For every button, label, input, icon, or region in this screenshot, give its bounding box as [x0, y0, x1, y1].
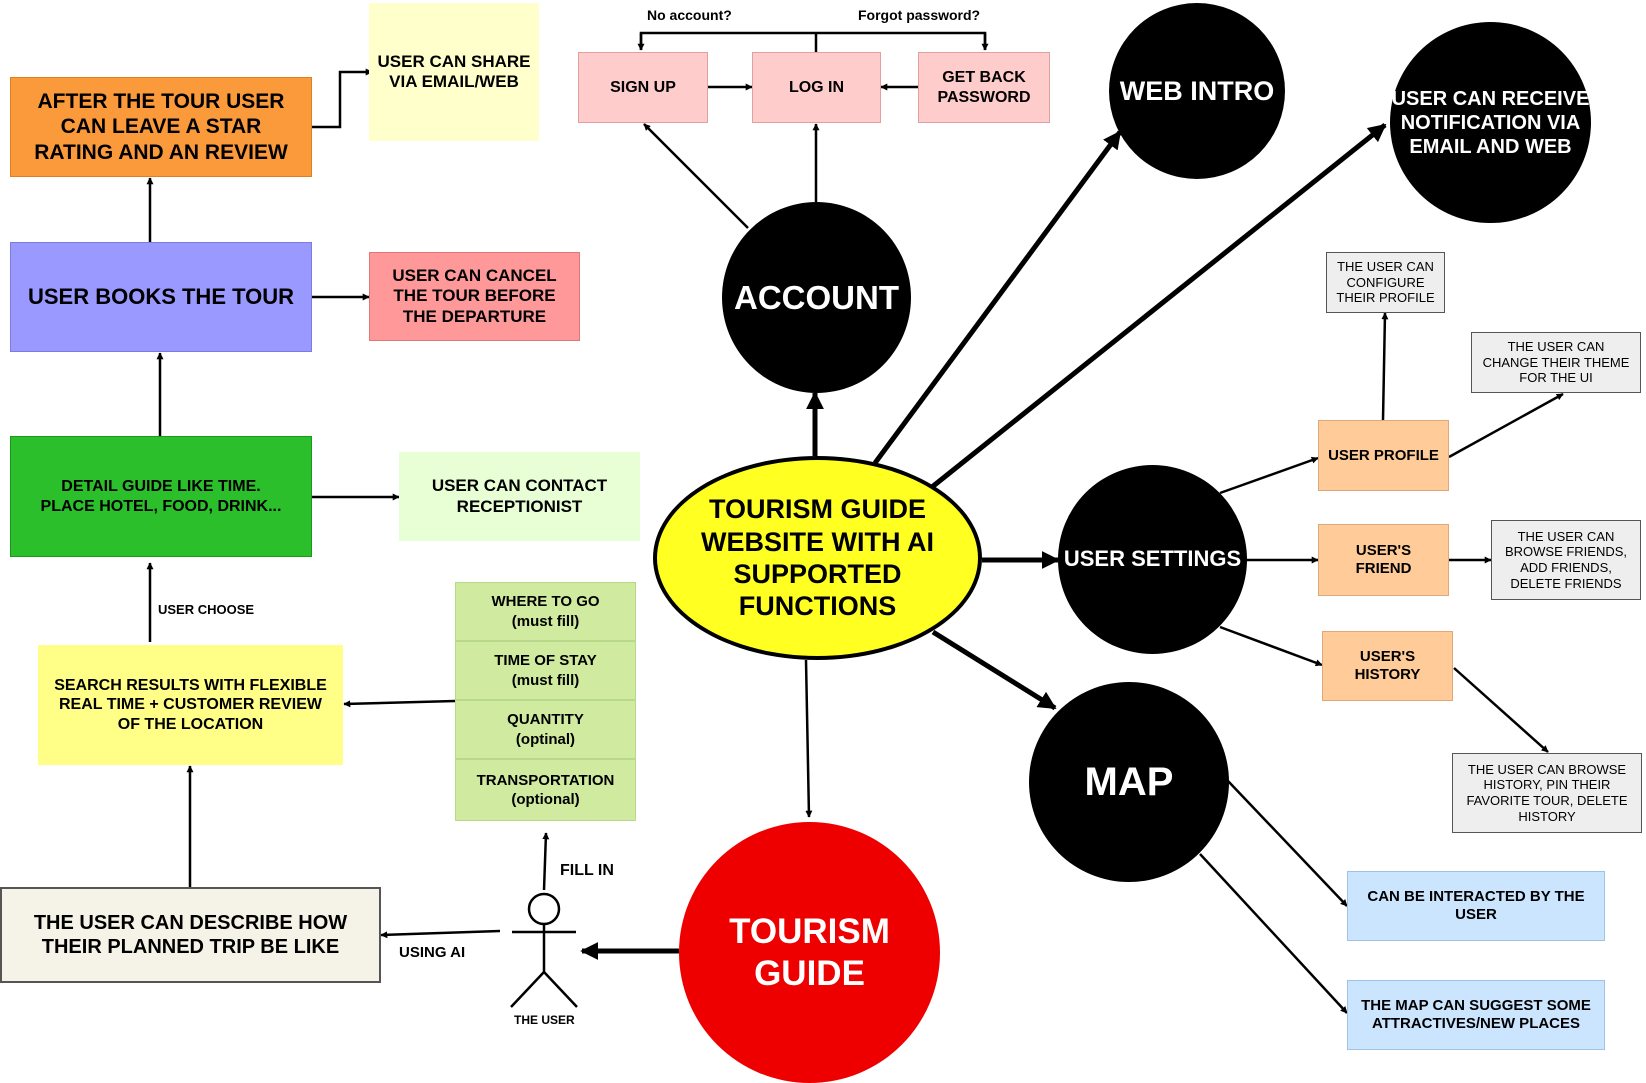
- account-node: ACCOUNT: [722, 202, 911, 393]
- arrow-center-to-guide: [804, 659, 813, 818]
- map-suggest-box: THE MAP CAN SUGGEST SOME ATTRACTIVES/NEW…: [1347, 980, 1605, 1050]
- arrow-map-to-suggest: [1199, 853, 1348, 1014]
- form-field-where-to-go: WHERE TO GO (must fill): [455, 582, 636, 641]
- user-stick-figure: [510, 892, 578, 1008]
- web-intro-node: WEB INTRO: [1109, 3, 1285, 179]
- configure-profile-box: THE USER CAN CONFIGURE THEIR PROFILE: [1326, 252, 1445, 313]
- arrow-center-to-webintro: [872, 130, 1123, 465]
- using-ai-label: USING AI: [399, 944, 466, 961]
- arrow-history-to-browse: [1453, 667, 1549, 753]
- arrow-account-to-signup: [643, 123, 749, 229]
- search-results-box: SEARCH RESULTS WITH FLEXIBLE REAL TIME +…: [38, 645, 343, 765]
- form-field-time-of-stay: TIME OF STAY (must fill): [455, 641, 636, 700]
- sign-up-box: SIGN UP: [578, 52, 708, 123]
- no-account-label: No account?: [647, 7, 732, 23]
- arrow-profile-to-theme: [1448, 392, 1564, 459]
- map-interacted-box: CAN BE INTERACTED BY THE USER: [1347, 871, 1605, 941]
- cancel-tour-box: USER CAN CANCEL THE TOUR BEFORE THE DEPA…: [369, 252, 580, 341]
- bracket-no-account: [639, 31, 987, 50]
- get-back-password-box: GET BACK PASSWORD: [918, 52, 1050, 123]
- arrow-settings-to-history: [1219, 625, 1323, 667]
- the-user-label: THE USER: [514, 1013, 575, 1027]
- arrow-map-to-interacted: [1227, 780, 1348, 907]
- arrow-user-to-form: [542, 832, 550, 891]
- log-in-box: LOG IN: [752, 52, 881, 123]
- tourism-guide-node: TOURISM GUIDE: [679, 822, 940, 1083]
- fill-in-label: FILL IN: [560, 862, 614, 879]
- share-box: USER CAN SHARE VIA EMAIL/WEB: [369, 3, 539, 141]
- arrow-form-to-search: [343, 699, 456, 708]
- arrow-settings-to-profile: [1219, 456, 1319, 495]
- change-theme-box: THE USER CAN CHANGE THEIR THEME FOR THE …: [1471, 332, 1641, 393]
- user-settings-node: USER SETTINGS: [1058, 465, 1247, 654]
- forgot-password-label: Forgot password?: [858, 7, 981, 23]
- map-node: MAP: [1029, 682, 1229, 882]
- browse-friends-box: THE USER CAN BROWSE FRIENDS, ADD FRIENDS…: [1491, 520, 1641, 600]
- arrow-review-to-share: [312, 68, 373, 129]
- user-choose-label: USER CHOOSE: [158, 602, 255, 617]
- contact-receptionist-box: USER CAN CONTACT RECEPTIONIST: [399, 452, 640, 541]
- arrow-profile-to-configure: [1381, 312, 1389, 421]
- center-node: TOURISM GUIDE WEBSITE WITH AI SUPPORTED …: [653, 456, 982, 660]
- users-friend-box: USER'S FRIEND: [1318, 524, 1449, 596]
- users-history-box: USER'S HISTORY: [1322, 631, 1453, 701]
- form-field-quantity: QUANTITY (optinal): [455, 700, 636, 759]
- notification-node: USER CAN RECEIVE NOTIFICATION VIA EMAIL …: [1390, 22, 1591, 223]
- describe-trip-box: THE USER CAN DESCRIBE HOW THEIR PLANNED …: [0, 887, 381, 983]
- form-field-transportation: TRANSPORTATION (optional): [455, 759, 636, 821]
- books-tour-box: USER BOOKS THE TOUR: [10, 242, 312, 352]
- detail-guide-box: DETAIL GUIDE LIKE TIME. PLACE HOTEL, FOO…: [10, 436, 312, 557]
- arrow-center-to-map: [931, 629, 1057, 711]
- user-profile-box: USER PROFILE: [1318, 420, 1449, 491]
- browse-history-box: THE USER CAN BROWSE HISTORY, PIN THEIR F…: [1452, 753, 1642, 833]
- after-tour-review-box: AFTER THE TOUR USER CAN LEAVE A STAR RAT…: [10, 77, 312, 177]
- arrow-user-to-describe: [380, 929, 501, 939]
- arrow-center-to-notification: [930, 123, 1387, 489]
